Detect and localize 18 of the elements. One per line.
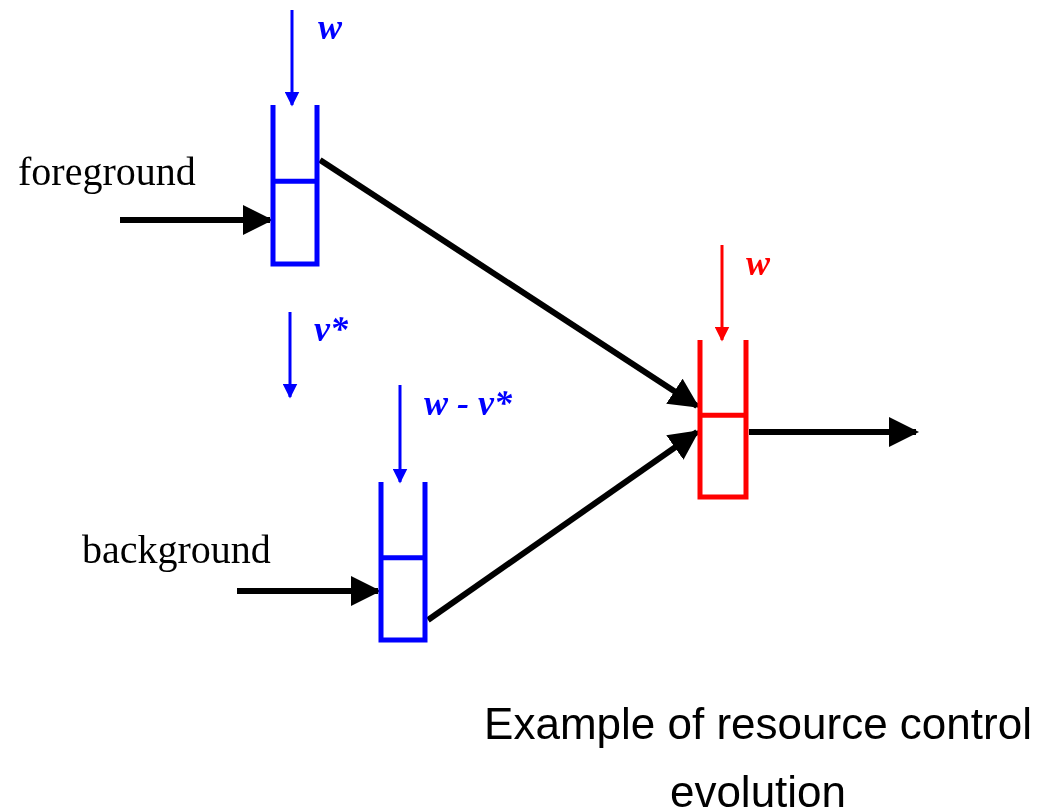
arrow bbox=[120, 205, 273, 235]
arrow bbox=[714, 245, 730, 342]
flow-label: v* bbox=[314, 308, 348, 350]
arrow bbox=[237, 576, 381, 606]
arrow bbox=[392, 385, 408, 484]
arrow bbox=[749, 417, 919, 447]
queue-label: background bbox=[82, 526, 271, 573]
queue-drawing bbox=[270, 105, 320, 267]
edge-label: w bbox=[318, 6, 342, 48]
caption: Example of resource control evolution bbox=[483, 698, 1033, 810]
queue-label: foreground bbox=[18, 148, 196, 195]
arrow bbox=[318, 157, 700, 409]
arrow bbox=[284, 10, 300, 107]
queue-drawing bbox=[378, 482, 428, 643]
edge-label: w bbox=[746, 242, 770, 284]
queue-drawing bbox=[697, 340, 749, 500]
edge-label: w - v* bbox=[424, 382, 512, 424]
arrow bbox=[426, 429, 700, 623]
